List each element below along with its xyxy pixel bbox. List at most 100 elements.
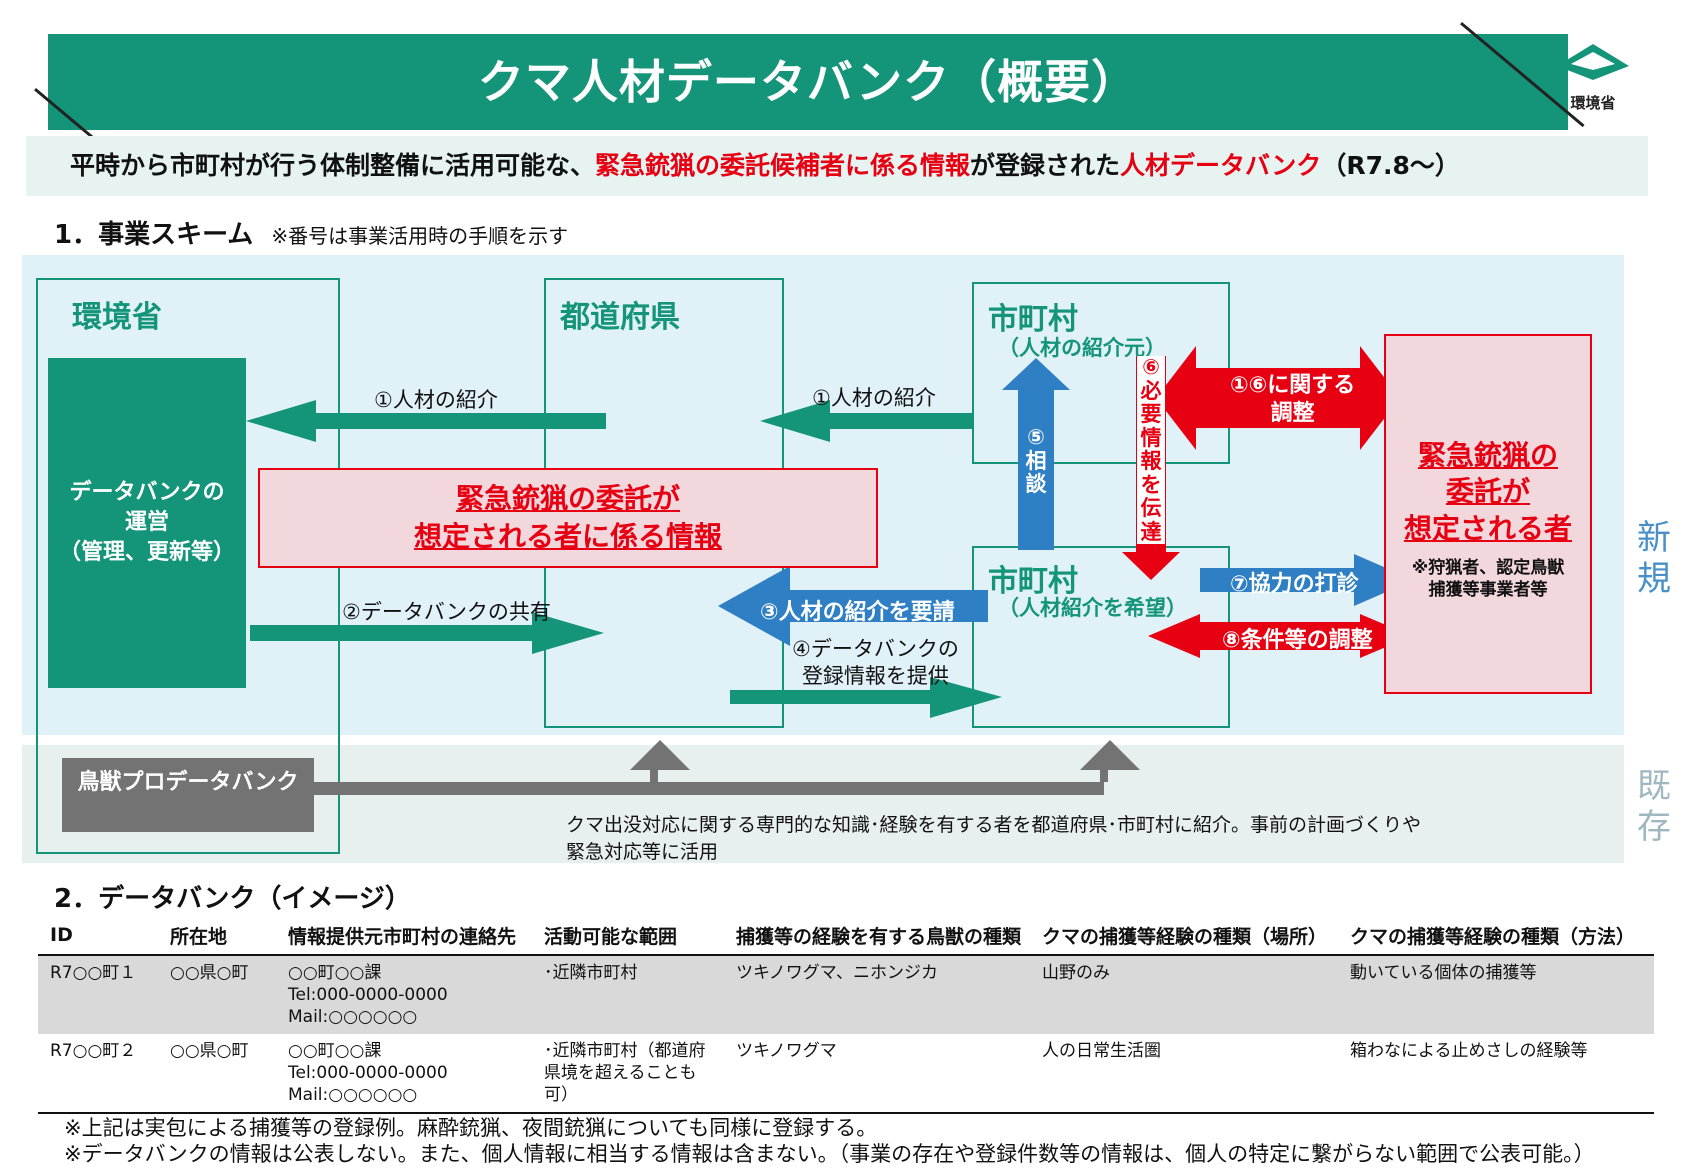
cell-contact-tel: Tel:000-0000-0000 — [288, 1063, 448, 1084]
choju-pro-databank: 鳥獣プロデータバンク — [62, 758, 314, 832]
arrow-2 — [250, 612, 604, 654]
cell-method: 箱わなによる止めさしの経験等 — [1338, 1034, 1654, 1114]
subtitle-part3: が登録された — [970, 151, 1121, 180]
th-species: 捕獲等の経験を有する鳥獣の種類 — [724, 916, 1030, 956]
th-contact: 情報提供元市町村の連絡先 — [276, 916, 532, 956]
cell-place: 山野のみ — [1030, 955, 1338, 1034]
arrow-8 — [1148, 614, 1412, 658]
candidate-title: 緊急銃猟の 委託が 想定される者 — [1386, 438, 1590, 547]
cell-species: ツキノワグマ、ニホンジカ — [724, 955, 1030, 1034]
arrow-4-label-line1: ④データバンクの — [792, 637, 959, 661]
footnote-1: ※上記は実包による捕獲等の登録例。麻酔銃猟、夜間銃猟についても同様に登録する。 — [64, 1116, 878, 1140]
candidate-note-line2: 捕獲等事業者等 — [1428, 580, 1548, 601]
cell-contact-dept: ○○町○○課 — [288, 963, 382, 983]
arrow-16 — [1156, 346, 1400, 450]
arrow-8-label: ⑧条件等の調整 — [1222, 628, 1373, 653]
ops-line2: 運営 — [124, 510, 169, 536]
info-box-line2: 想定される者に係る情報 — [413, 520, 722, 553]
candidate-title-line1: 緊急銃猟の — [1417, 439, 1558, 472]
arrow-3 — [718, 566, 988, 646]
municipality-source-label: 市町村 — [988, 302, 1078, 337]
candidate-title-line3: 想定される者 — [1403, 511, 1572, 545]
new-label: 新規 — [1637, 518, 1671, 599]
cell-range: ･近隣市町村（都道府県境を超えることも可） — [532, 1034, 724, 1114]
cell-contact-mail: Mail:○○○○○○ — [288, 1007, 418, 1028]
arrow-7-label: ⑦協力の打診 — [1230, 572, 1359, 597]
arrow-gray-1 — [630, 740, 690, 782]
cell-id: R7○○町１ — [38, 955, 158, 1034]
arrow-1-right — [760, 400, 972, 442]
moe-label: 環境省 — [72, 300, 162, 335]
arrow-7 — [1200, 554, 1414, 606]
arrow-16-label: ①⑥に関する 調整 — [1230, 372, 1355, 427]
arrow-3-label: ③人材の紹介を要請 — [760, 600, 955, 625]
arrow-2-label: ②データバンクの共有 — [342, 600, 551, 624]
candidate-title-line2: 委託が — [1445, 475, 1530, 509]
subtitle-part5: （R7.8～） — [1321, 151, 1460, 180]
arrow-5 — [1002, 358, 1070, 550]
info-box-line1: 緊急銃猟の委託が — [455, 482, 680, 516]
arrow-gray-2 — [1080, 740, 1140, 782]
municipality-want-sub: （人材紹介を希望） — [998, 596, 1187, 620]
table-row: R7○○町１ ○○県○町 ○○町○○課 Tel:000-0000-0000 Ma… — [38, 955, 1654, 1034]
section2-heading: 2．データバンク（イメージ） — [54, 884, 411, 914]
arrow-4 — [730, 677, 1002, 718]
arrow-4-label: ④データバンクの 登録情報を提供 — [792, 636, 959, 691]
cell-species: ツキノワグマ — [724, 1034, 1030, 1114]
candidate-note: ※狩猟者、認定鳥獣 捕獲等事業者等 — [1386, 557, 1590, 601]
cell-contact-dept: ○○町○○課 — [288, 1041, 382, 1061]
databank-table: ID 所在地 情報提供元市町村の連絡先 活動可能な範囲 捕獲等の経験を有する鳥獣… — [38, 916, 1654, 1114]
table-row: R7○○町２ ○○県○町 ○○町○○課 Tel:000-0000-0000 Ma… — [38, 1034, 1654, 1114]
th-range: 活動可能な範囲 — [532, 916, 724, 956]
info-box: 緊急銃猟の委託が 想定される者に係る情報 — [258, 468, 878, 568]
subtitle: 平時から市町村が行う体制整備に活用可能な、緊急銃猟の委託候補者に係る情報が登録さ… — [26, 136, 1648, 196]
section1-note: ※番号は事業活用時の手順を示す — [271, 224, 569, 248]
subtitle-part4: 人材データバンク — [1120, 151, 1322, 180]
ops-line1: データバンクの — [69, 480, 225, 506]
ministry-logo-text: 環境省 — [1570, 94, 1616, 112]
arrow-gray-main — [314, 782, 1104, 795]
footnote-2: ※データバンクの情報は公表しない。また、個人情報に相当する情報は含まない。（事業… — [64, 1142, 1595, 1166]
ministry-logo: 環境省 — [1548, 40, 1638, 112]
page-title: クマ人材データバンク（概要） — [477, 55, 1139, 109]
arrow-1-left — [246, 400, 606, 442]
title-band: クマ人材データバンク（概要） — [48, 34, 1568, 130]
th-method: クマの捕獲等経験の種類（方法） — [1338, 916, 1654, 956]
arrow-1-left-label: ①人材の紹介 — [374, 388, 498, 412]
choju-description-line2: 緊急対応等に活用 — [566, 840, 719, 863]
arrow-5-label: ⑤相談 — [1025, 425, 1047, 497]
cell-method: 動いている個体の捕獲等 — [1338, 955, 1654, 1034]
databank-operations: データバンクの 運営 （管理、更新等） — [48, 358, 246, 688]
arrow-6-label: ⑥必要情報を伝達 — [1137, 355, 1165, 545]
choju-description-line1: クマ出没対応に関する専門的な知識･経験を有する者を都道府県･市町村に紹介。事前の… — [566, 814, 1422, 836]
subtitle-part1: 平時から市町村が行う体制整備に活用可能な、 — [70, 151, 596, 180]
candidate-note-line1: ※狩猟者、認定鳥獣 — [1411, 558, 1565, 579]
mountain-icon — [1557, 44, 1629, 80]
section1-title: 1．事業スキーム — [54, 220, 254, 250]
th-location: 所在地 — [158, 916, 276, 956]
cell-contact: ○○町○○課 Tel:000-0000-0000 Mail:○○○○○○ — [276, 1034, 532, 1114]
arrow-16-label-line1: ①⑥に関する — [1230, 373, 1356, 398]
prefecture-label: 都道府県 — [560, 300, 680, 335]
candidate-box: 緊急銃猟の 委託が 想定される者 ※狩猟者、認定鳥獣 捕獲等事業者等 — [1384, 334, 1592, 694]
subtitle-part2: 緊急銃猟の委託候補者に係る情報 — [595, 151, 971, 180]
cell-contact-tel: Tel:000-0000-0000 — [288, 985, 448, 1006]
arrow-1-right-label: ①人材の紹介 — [812, 386, 936, 410]
cell-contact: ○○町○○課 Tel:000-0000-0000 Mail:○○○○○○ — [276, 955, 532, 1034]
section1-heading: 1．事業スキーム ※番号は事業活用時の手順を示す — [54, 214, 568, 251]
cell-place: 人の日常生活圏 — [1030, 1034, 1338, 1114]
table-header-row: ID 所在地 情報提供元市町村の連絡先 活動可能な範囲 捕獲等の経験を有する鳥獣… — [38, 916, 1654, 956]
choju-description: クマ出没対応に関する専門的な知識･経験を有する者を都道府県･市町村に紹介。事前の… — [566, 812, 1421, 865]
cell-location: ○○県○町 — [158, 1034, 276, 1114]
arrow-16-label-line2: 調整 — [1270, 400, 1315, 426]
municipality-want-label: 市町村 — [988, 564, 1078, 599]
existing-label: 既存 — [1637, 766, 1671, 847]
ops-line3: （管理、更新等） — [58, 539, 235, 565]
cell-range: ･近隣市町村 — [532, 955, 724, 1034]
cell-contact-mail: Mail:○○○○○○ — [288, 1085, 418, 1106]
th-place: クマの捕獲等経験の種類（場所） — [1030, 916, 1338, 956]
cell-id: R7○○町２ — [38, 1034, 158, 1114]
cell-location: ○○県○町 — [158, 955, 276, 1034]
arrow-4-label-line2: 登録情報を提供 — [801, 664, 949, 689]
